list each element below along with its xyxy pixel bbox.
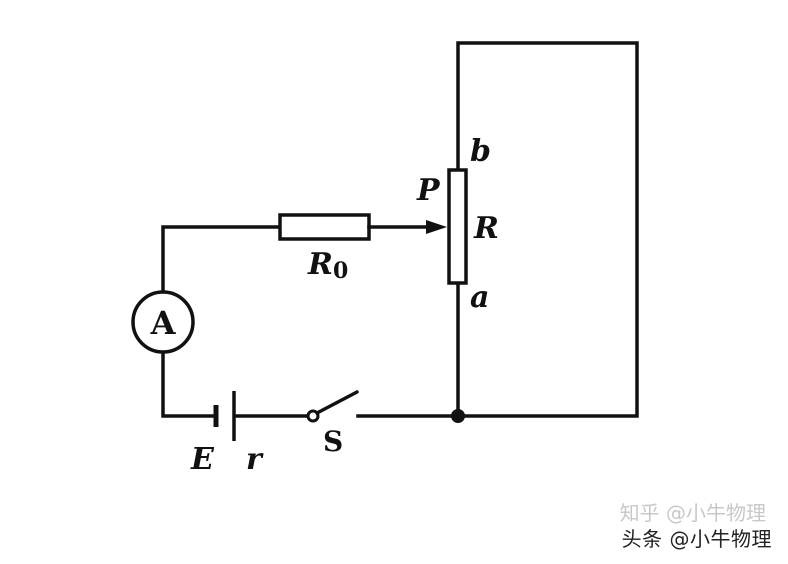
junction-dot xyxy=(451,409,465,423)
label-s: S xyxy=(323,425,343,458)
ammeter-icon xyxy=(131,290,195,354)
label-r: R xyxy=(473,211,499,246)
switch-blade xyxy=(315,390,359,415)
watermark: 头条 @小牛物理 xyxy=(621,527,772,551)
label-b: b xyxy=(470,134,491,169)
label-r0-main: R xyxy=(307,247,333,282)
rheostat-r xyxy=(447,168,468,285)
watermark-ghost: 知乎 @小牛物理 xyxy=(619,501,766,525)
resistor-r0 xyxy=(278,213,371,241)
slider-arrow-icon xyxy=(426,220,447,234)
label-p: P xyxy=(416,173,441,208)
label-e: E xyxy=(190,442,215,477)
left-bottom-wire xyxy=(161,350,216,418)
label-r0-sub: 0 xyxy=(333,258,348,284)
ammeter-label: A xyxy=(150,304,177,342)
left-top-wire xyxy=(161,225,282,295)
label-internal-r: r xyxy=(246,442,264,477)
right-loop-wire xyxy=(456,41,639,418)
label-r0: R0 xyxy=(307,247,348,284)
label-a: a xyxy=(470,280,489,315)
